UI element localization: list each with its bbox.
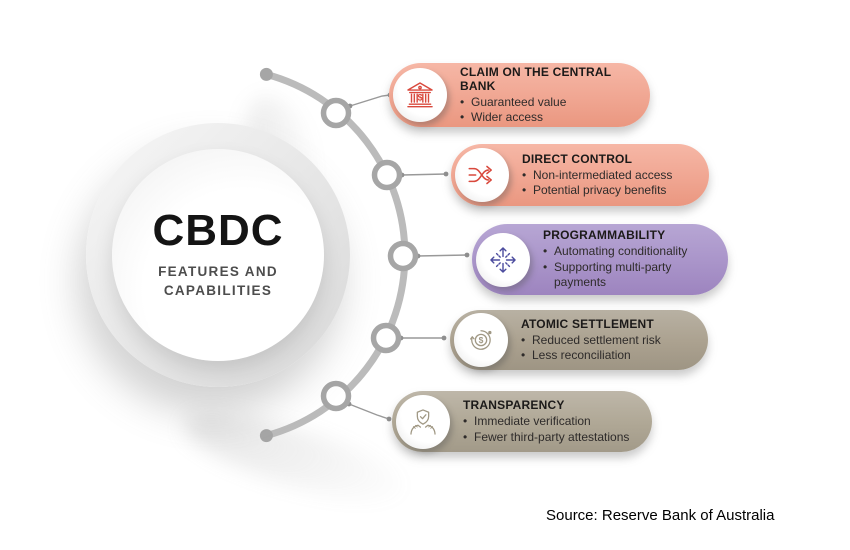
center-circle-face: CBDC FEATURES AND CAPABILITIES <box>112 149 324 361</box>
hands-shield-icon <box>396 394 450 449</box>
shuffle-arrows-icon <box>455 148 509 202</box>
page-title: CBDC <box>152 206 284 256</box>
pill-bullet-list: Guaranteed value Wider access <box>460 95 642 126</box>
pill-title: ATOMIC SETTLEMENT <box>521 316 654 331</box>
feature-pill-atomic-settlement: $ ATOMIC SETTLEMENT Reduced settlement r… <box>450 310 708 370</box>
source-text: Source: Reserve Bank of Australia <box>546 507 775 524</box>
pill-title: TRANSPARENCY <box>463 398 565 413</box>
bank-icon: $ <box>393 68 447 122</box>
arc-node-1 <box>320 97 352 129</box>
feature-pill-transparency: TRANSPARENCY Immediate verification Fewe… <box>392 391 652 452</box>
pill-bullet: Immediate verification <box>463 414 629 430</box>
pill-bullet-list: Automating conditionality Supporting mul… <box>543 244 720 290</box>
pill-bullet: Reduced settlement risk <box>521 333 661 349</box>
pill-bullet: Fewer third-party attestations <box>463 430 629 446</box>
pill-bullet: Supporting multi-party payments <box>543 260 720 291</box>
feature-pill-programmability: PROGRAMMABILITY Automating conditionalit… <box>472 224 728 295</box>
subtitle-line-2: CAPABILITIES <box>163 283 273 298</box>
arc-node-4 <box>370 322 402 354</box>
pill-bullet: Wider access <box>460 110 642 126</box>
pill-bullet-list: Reduced settlement risk Less reconciliat… <box>521 333 661 364</box>
center-circle: CBDC FEATURES AND CAPABILITIES <box>86 123 350 387</box>
pill-bullet: Potential privacy benefits <box>522 183 672 199</box>
multi-direction-arrows-icon <box>476 232 530 287</box>
pill-bullet: Less reconciliation <box>521 348 661 364</box>
feature-pill-direct-control: DIRECT CONTROL Non-intermediated access … <box>451 144 709 206</box>
pill-bullet-list: Non-intermediated access Potential priva… <box>522 168 672 199</box>
arc-endpoint-top <box>259 67 273 81</box>
circular-settlement-icon: $ <box>454 313 508 367</box>
subtitle-line-1: FEATURES AND <box>158 264 278 280</box>
arc-node-3 <box>387 240 419 272</box>
arc-shadow-bottom <box>176 397 414 518</box>
feature-pill-claim-on-central-bank: $ CLAIM ON THE CENTRAL BANK Guaranteed v… <box>389 63 650 127</box>
pill-bullet: Automating conditionality <box>543 244 720 260</box>
arc-node-5 <box>320 380 352 412</box>
pill-bullet: Non-intermediated access <box>522 168 672 184</box>
pill-title: CLAIM ON THE CENTRAL BANK <box>460 64 612 93</box>
pill-title: DIRECT CONTROL <box>522 151 633 166</box>
svg-text:$: $ <box>479 335 484 345</box>
pill-bullet-list: Immediate verification Fewer third-party… <box>463 414 629 445</box>
pill-bullet: Guaranteed value <box>460 95 642 111</box>
svg-text:$: $ <box>417 93 422 103</box>
arc-node-2 <box>371 159 403 191</box>
pill-title: PROGRAMMABILITY <box>543 228 666 243</box>
page-subtitle: FEATURES AND CAPABILITIES <box>158 263 278 301</box>
